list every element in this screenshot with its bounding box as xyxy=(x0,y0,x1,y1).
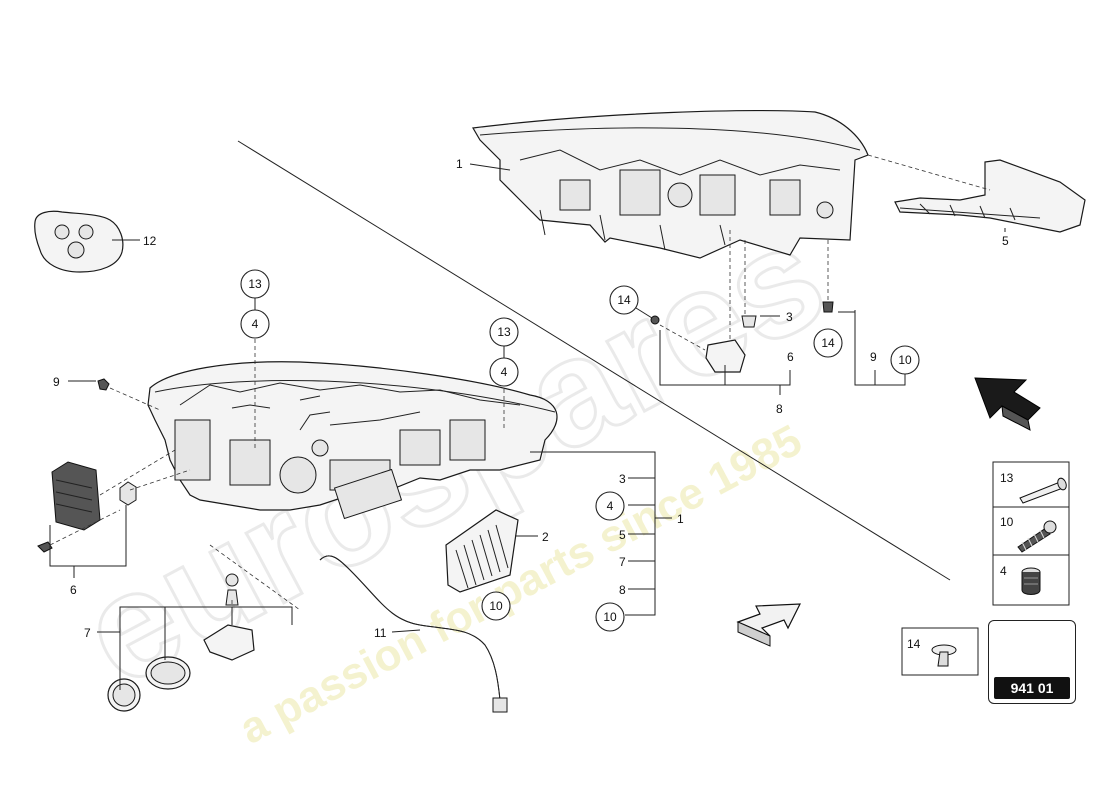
pin-14-icon xyxy=(931,644,957,667)
callout-14a: 14 xyxy=(617,293,631,307)
callout-circle-14b xyxy=(813,328,843,358)
control-unit-part-6 xyxy=(37,461,137,553)
callout-4b: 4 xyxy=(501,365,508,379)
group-item-3: 3 xyxy=(619,472,626,486)
group-item-4: 4 xyxy=(607,499,614,513)
group-item-10: 10 xyxy=(603,610,617,624)
clip-part-9 xyxy=(97,378,110,391)
callout-11: 11 xyxy=(374,626,387,640)
callout-13a: 13 xyxy=(248,277,262,291)
reference-box: 941 01 xyxy=(988,620,1076,704)
callout-circle-10-right xyxy=(890,345,920,375)
group-item-5: 5 xyxy=(619,528,626,542)
bracket-part-5 xyxy=(867,154,1086,233)
seal-set-part-7 xyxy=(107,573,255,712)
callout-10-right: 10 xyxy=(898,353,912,367)
callout-6-mid: 6 xyxy=(787,350,794,364)
harness-part-11 xyxy=(319,555,508,713)
callout-13b: 13 xyxy=(497,325,511,339)
callout-9-right: 9 xyxy=(870,350,877,364)
group-item-circle-10 xyxy=(595,602,625,632)
legend-label-13: 13 xyxy=(1000,471,1014,485)
group-item-7: 7 xyxy=(619,555,626,569)
legend-label-10: 10 xyxy=(1000,515,1014,529)
callout-10-lower: 10 xyxy=(489,599,503,613)
callout-7-left: 7 xyxy=(84,626,91,640)
callout-circle-13a xyxy=(240,269,270,299)
screw-10-icon xyxy=(1017,520,1057,553)
callout-circle-4a xyxy=(240,309,270,339)
bolt-13-icon xyxy=(1019,477,1067,504)
callout-circle-4b xyxy=(489,357,519,387)
adjuster-parts xyxy=(650,230,834,373)
cap-part-12 xyxy=(34,210,124,273)
separator-line xyxy=(237,140,951,581)
legend-label-4: 4 xyxy=(1000,564,1007,578)
arrow-upper-right xyxy=(974,377,1041,431)
legend-label-14: 14 xyxy=(907,637,921,651)
callout-5: 5 xyxy=(1002,234,1009,248)
callout-8-mid: 8 xyxy=(776,402,783,416)
heatsink-part-2 xyxy=(445,509,519,593)
group-label-1: 1 xyxy=(677,512,684,526)
callout-circle-10-lower xyxy=(481,591,511,621)
callouts: 1 12 5 13 4 13 4 14 3 14 6 9 10 8 9 6 7 … xyxy=(53,157,1009,640)
leader-lines xyxy=(49,163,1006,690)
callout-circle-13b xyxy=(489,317,519,347)
nut-insert-4-icon xyxy=(1021,567,1041,595)
callout-2: 2 xyxy=(542,530,549,544)
callout-14b: 14 xyxy=(821,336,835,350)
callout-4a: 4 xyxy=(252,317,259,331)
headlight-main xyxy=(147,361,558,520)
group-item-8: 8 xyxy=(619,583,626,597)
arrow-lower-center xyxy=(736,603,801,647)
callout-6-left: 6 xyxy=(70,583,77,597)
headlight-upper xyxy=(472,109,869,259)
legend-fasteners: 13 10 4 14 xyxy=(901,461,1070,676)
callout-circle-14a xyxy=(609,285,639,315)
callout-3-upper: 3 xyxy=(786,310,793,324)
callout-1-upper: 1 xyxy=(456,157,463,171)
group-item-circle-4 xyxy=(595,491,625,521)
callout-9-left: 9 xyxy=(53,375,60,389)
reference-number: 941 01 xyxy=(994,677,1070,699)
callout-12: 12 xyxy=(143,234,157,248)
